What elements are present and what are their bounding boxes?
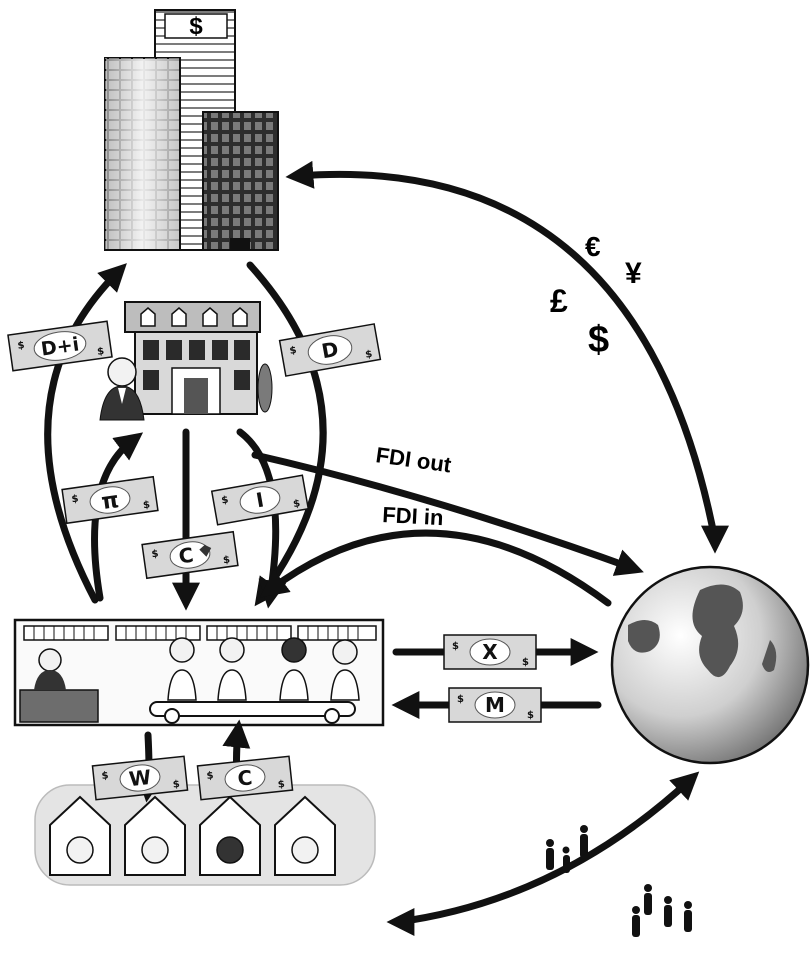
tower-sign [164, 13, 228, 39]
note-profit: π $ $ [61, 475, 159, 525]
svg-text:C: C [236, 765, 253, 790]
svg-text:X: X [482, 640, 498, 664]
note-imports: M $ $ [448, 687, 542, 723]
note-consumption-household: C $ $ [196, 755, 294, 801]
note-consumption-firm: C $ $ [141, 530, 239, 580]
arrow-fdi-out [251, 451, 644, 576]
svg-text:I: I [254, 488, 266, 513]
svg-text:$: $ [17, 340, 25, 352]
flow-arrows [44, 160, 719, 926]
mansion [99, 301, 273, 421]
globe [610, 565, 810, 765]
euro-icon: € [585, 231, 601, 262]
svg-text:$: $ [365, 349, 374, 361]
tower-right [202, 111, 279, 251]
tower-sign-dollar: $ [189, 13, 203, 40]
svg-text:$: $ [71, 493, 79, 505]
svg-text:$: $ [457, 694, 464, 705]
note-exports: X $ $ [443, 634, 537, 670]
yen-icon: ¥ [625, 257, 642, 290]
svg-text:D+i: D+i [40, 333, 81, 360]
bank-skyscrapers: $ [104, 9, 279, 251]
svg-text:$: $ [206, 770, 214, 782]
households [34, 784, 376, 886]
svg-text:$: $ [527, 710, 534, 721]
note-investment: I $ $ [210, 474, 310, 526]
arrow-bank-to-firms [246, 261, 327, 607]
svg-text:$: $ [221, 495, 230, 507]
arrow-migration [394, 771, 700, 926]
arrow-fdi-in [259, 529, 612, 607]
svg-text:$: $ [452, 641, 459, 652]
note-debt-plus-interest: D+i $ $ [7, 320, 113, 372]
migrants-icon [546, 825, 692, 937]
svg-text:$: $ [101, 770, 109, 782]
svg-text:$: $ [277, 779, 285, 791]
svg-text:$: $ [222, 555, 230, 567]
svg-text:$: $ [289, 345, 298, 357]
svg-text:$: $ [172, 779, 180, 791]
svg-text:$: $ [151, 548, 159, 560]
label-fdi-out: FDI out [374, 442, 453, 477]
svg-text:$: $ [522, 657, 529, 668]
house [49, 795, 336, 876]
svg-text:M: M [485, 693, 505, 717]
capitalist-figure [99, 357, 145, 421]
note-debt: D $ $ [278, 323, 382, 377]
factory [13, 618, 385, 727]
svg-text:C: C [177, 543, 195, 569]
svg-text:$: $ [292, 498, 301, 510]
pound-icon: £ [550, 283, 568, 319]
note-wages: W $ $ [91, 755, 189, 801]
svg-text:D: D [320, 337, 341, 364]
arrow-world-bank [285, 160, 719, 544]
svg-text:$: $ [142, 500, 150, 512]
label-fdi-in: FDI in [382, 502, 444, 530]
svg-text:π: π [100, 488, 121, 515]
arrow-firms-to-bank [44, 263, 127, 604]
dollar-icon: $ [588, 319, 609, 361]
svg-text:$: $ [96, 346, 104, 358]
svg-text:W: W [128, 765, 152, 791]
